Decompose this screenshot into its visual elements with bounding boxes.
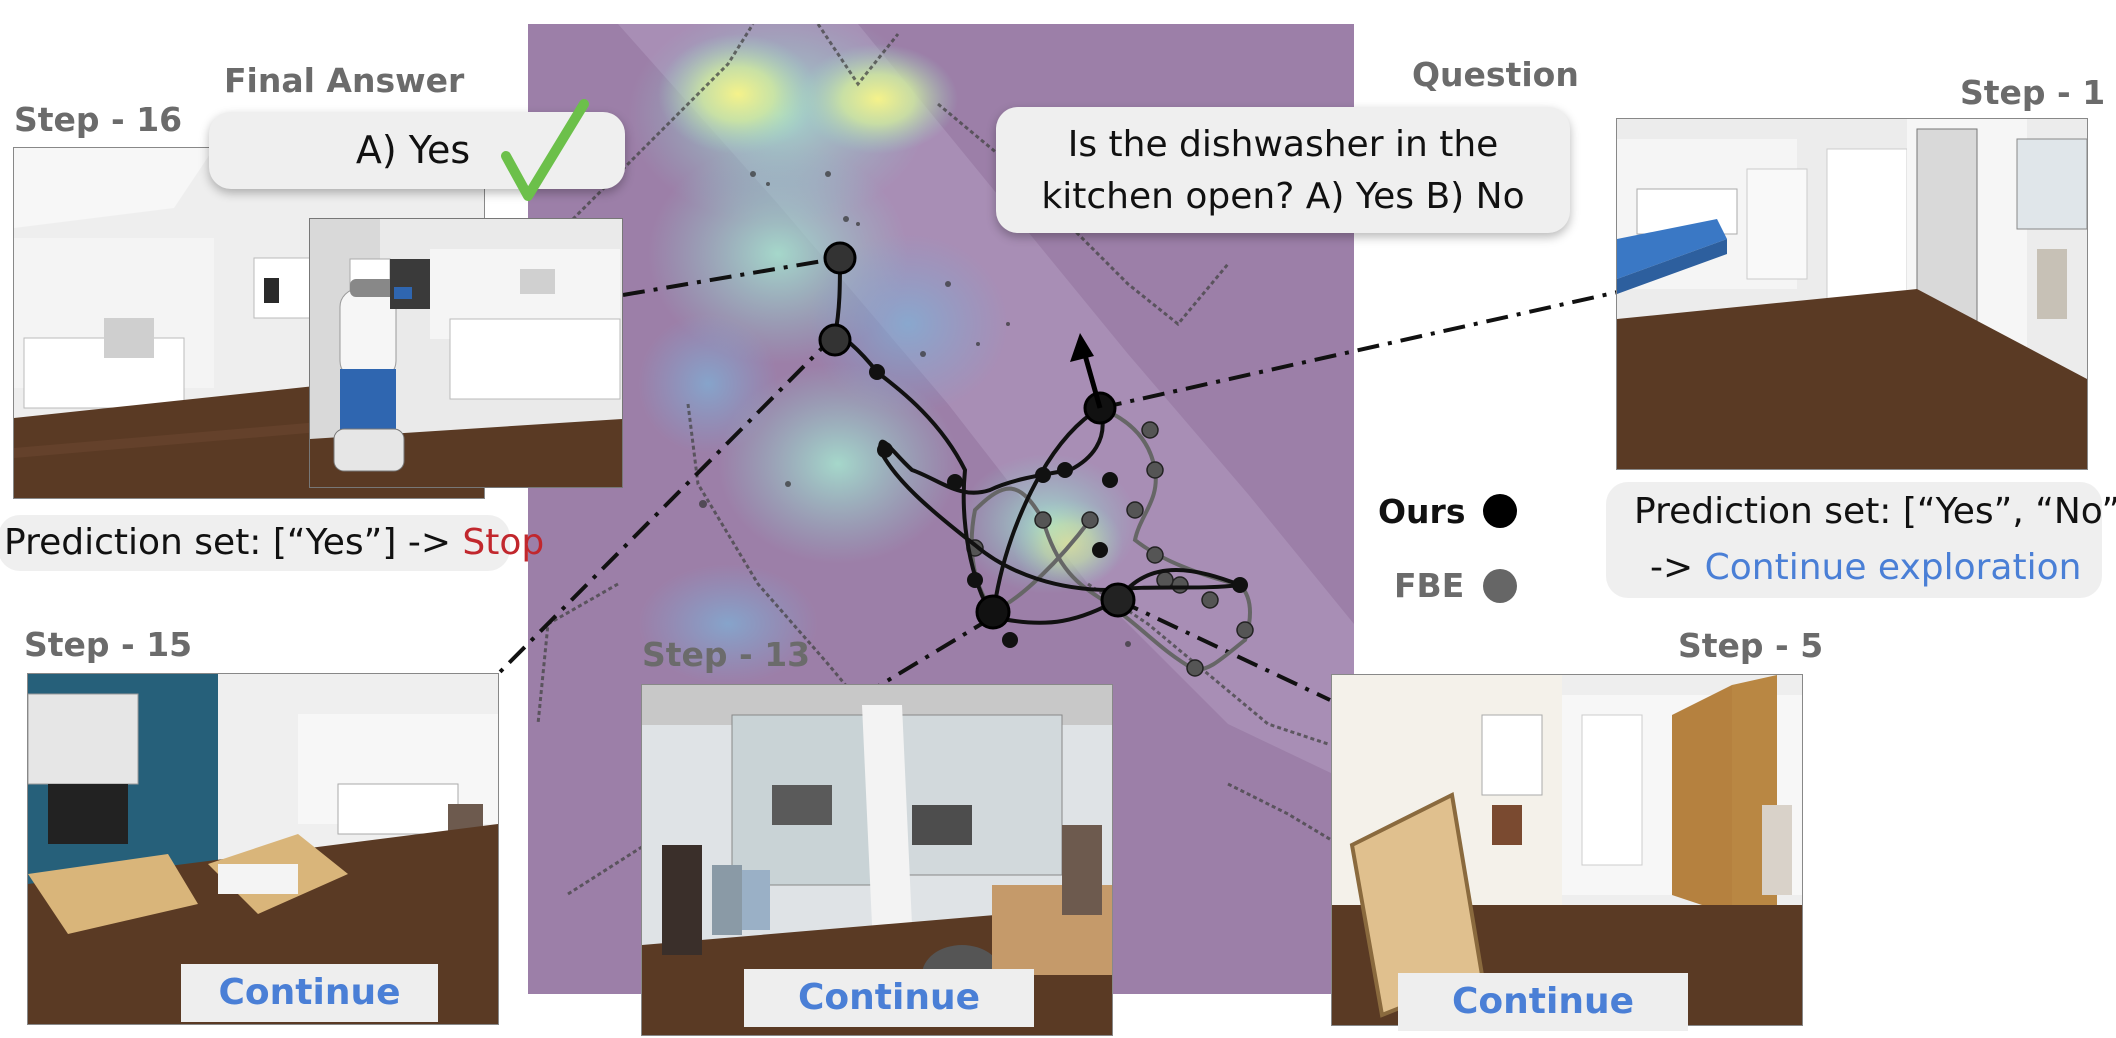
question-line-1: Is the dishwasher in the [1067, 124, 1499, 165]
step-1-continue-exploration-label: Continue exploration [1704, 547, 2082, 588]
step-16-prediction: Prediction set: [“Yes”] -> Stop [0, 515, 544, 571]
question-heading: Question [1412, 55, 1579, 94]
step-5-continue-button[interactable]: Continue [1398, 973, 1688, 1031]
legend-ours-label: Ours [1378, 492, 1466, 531]
legend-ours-marker [1483, 494, 1517, 528]
trajectory-waypoint [823, 241, 857, 275]
step-16-label: Step - 16 [14, 100, 183, 139]
ours-trajectory [833, 257, 1241, 625]
final-answer-bubble: A) Yes [209, 112, 625, 189]
legend-fbe-label: FBE [1394, 566, 1465, 605]
step-13-label: Step - 13 [642, 635, 811, 674]
step-5-label: Step - 5 [1678, 626, 1824, 665]
step-15-image [27, 673, 499, 1025]
question-bubble: Is the dishwasher in the kitchen open? A… [996, 107, 1570, 233]
step-15-label: Step - 15 [24, 625, 193, 664]
step-16-robot-image [309, 218, 623, 488]
fbe-trajectory [969, 406, 1252, 673]
question-line-2: kitchen open? A) Yes B) No [1041, 176, 1525, 217]
step-13-continue-button[interactable]: Continue [744, 969, 1034, 1027]
heading-arrow-icon [1070, 333, 1103, 409]
final-answer-text: A) Yes [355, 128, 471, 172]
step-1-prediction-line-1: Prediction set: [“Yes”, “No”] [1634, 491, 2116, 532]
step-1-label: Step - 1 [1960, 73, 2106, 112]
step-1-image [1616, 118, 2088, 470]
step-1-prediction-arrow: -> [1650, 547, 1705, 588]
trajectory-waypoint [975, 594, 1011, 630]
final-answer-heading: Final Answer [224, 61, 465, 100]
checkmark-icon [501, 99, 589, 201]
step-16-stop-label: Stop [462, 522, 545, 563]
trajectory-waypoint [818, 323, 852, 357]
legend-fbe-marker [1483, 569, 1517, 603]
step-16-prediction-text: Prediction set: [“Yes”] -> [4, 522, 463, 563]
step-15-continue-button[interactable]: Continue [181, 964, 438, 1022]
trajectory-waypoint [1100, 582, 1136, 618]
step-1-prediction: Prediction set: [“Yes”, “No”] -> Continu… [1606, 482, 2116, 598]
